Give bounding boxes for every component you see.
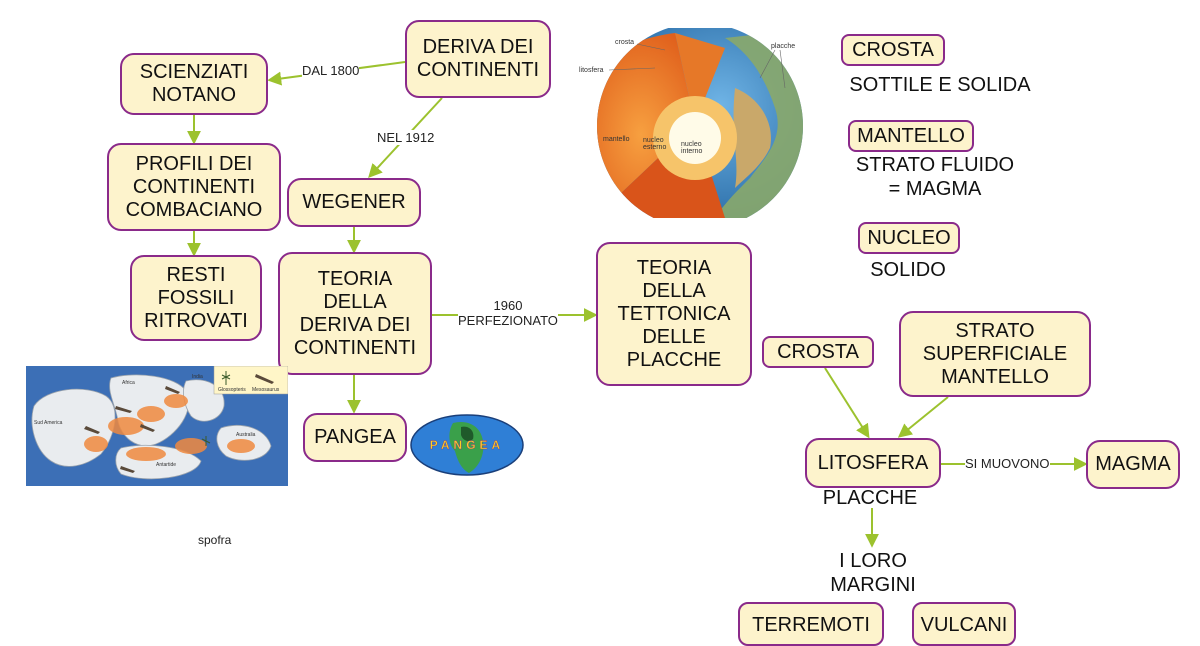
node-crosta[interactable]: CROSTA [762,336,874,368]
node-resti-fossili[interactable]: RESTI FOSSILI RITROVATI [130,255,262,341]
map-label-antartide: Antartide [156,462,176,468]
edge-label-perfezionato: 1960 PERFEZIONATO [458,298,558,328]
svg-text:esterno: esterno [643,144,666,151]
node-magma[interactable]: MAGMA [1086,440,1180,489]
node-teoria-tettonica[interactable]: TEORIA DELLA TETTONICA DELLE PLACCHE [596,242,752,386]
svg-text:crosta: crosta [615,39,634,46]
edge-label-dal-1800: DAL 1800 [302,63,360,78]
node-pangea[interactable]: PANGEA [303,413,407,462]
edge-strato-to-litosfera [897,396,949,438]
map-label-glossopteris: Glossopteris [218,387,246,393]
label-placche: PLACCHE [822,487,918,509]
legend-nucleo-desc: SOLIDO [870,259,946,281]
node-wegener[interactable]: WEGENER [287,178,421,227]
pangea-logo-text: PANGEA [430,438,504,452]
svg-text:nucleo: nucleo [643,137,664,144]
map-label-mesosaurus: Mesosaurus [252,387,280,393]
svg-text:litosfera: litosfera [579,67,604,74]
node-scienziati-notano[interactable]: SCIENZIATI NOTANO [120,53,268,115]
svg-text:interno: interno [681,148,703,155]
node-litosfera[interactable]: LITOSFERA [805,438,941,488]
legend-mantello[interactable]: MANTELLO [848,120,974,152]
svg-text:placche: placche [771,43,795,50]
earth-cross-section-illustration: crosta litosfera placche mantello nucleo… [579,28,803,218]
label-i-loro-margini: I LORO MARGINI [830,550,916,596]
fossil-distribution-map: Glossopteris Mesosaurus Africa India Sud… [26,366,288,486]
node-teoria-deriva[interactable]: TEORIA DELLA DERIVA DEI CONTINENTI [278,252,432,375]
node-vulcani[interactable]: VULCANI [912,602,1016,646]
legend-crosta[interactable]: CROSTA [841,34,945,66]
edge-label-nel-1912: NEL 1912 [377,130,435,145]
node-profili-continenti[interactable]: PROFILI DEI CONTINENTI COMBACIANO [107,143,281,231]
edge-label-si-muovono: SI MUOVONO [965,456,1050,471]
legend-nucleo[interactable]: NUCLEO [858,222,960,254]
node-terremoti[interactable]: TERREMOTI [738,602,884,646]
map-label-australia: Australia [236,432,256,438]
map-label-india: India [192,374,203,380]
legend-crosta-desc: SOTTILE E SOLIDA [849,74,1031,96]
svg-text:mantello: mantello [603,136,630,143]
map-label-sud-america: Sud America [34,420,63,426]
svg-text:nucleo: nucleo [681,141,702,148]
pangea-logo: PANGEA [410,414,524,476]
map-label-africa: Africa [122,380,135,386]
node-deriva-dei-continenti[interactable]: DERIVA DEI CONTINENTI [405,20,551,98]
edge-crosta-to-litosfera [824,367,870,439]
legend-mantello-desc: STRATO FLUIDO = MAGMA [855,154,1015,200]
author-signature: spofra [198,533,232,547]
node-strato-superficiale[interactable]: STRATO SUPERFICIALE MANTELLO [899,311,1091,397]
